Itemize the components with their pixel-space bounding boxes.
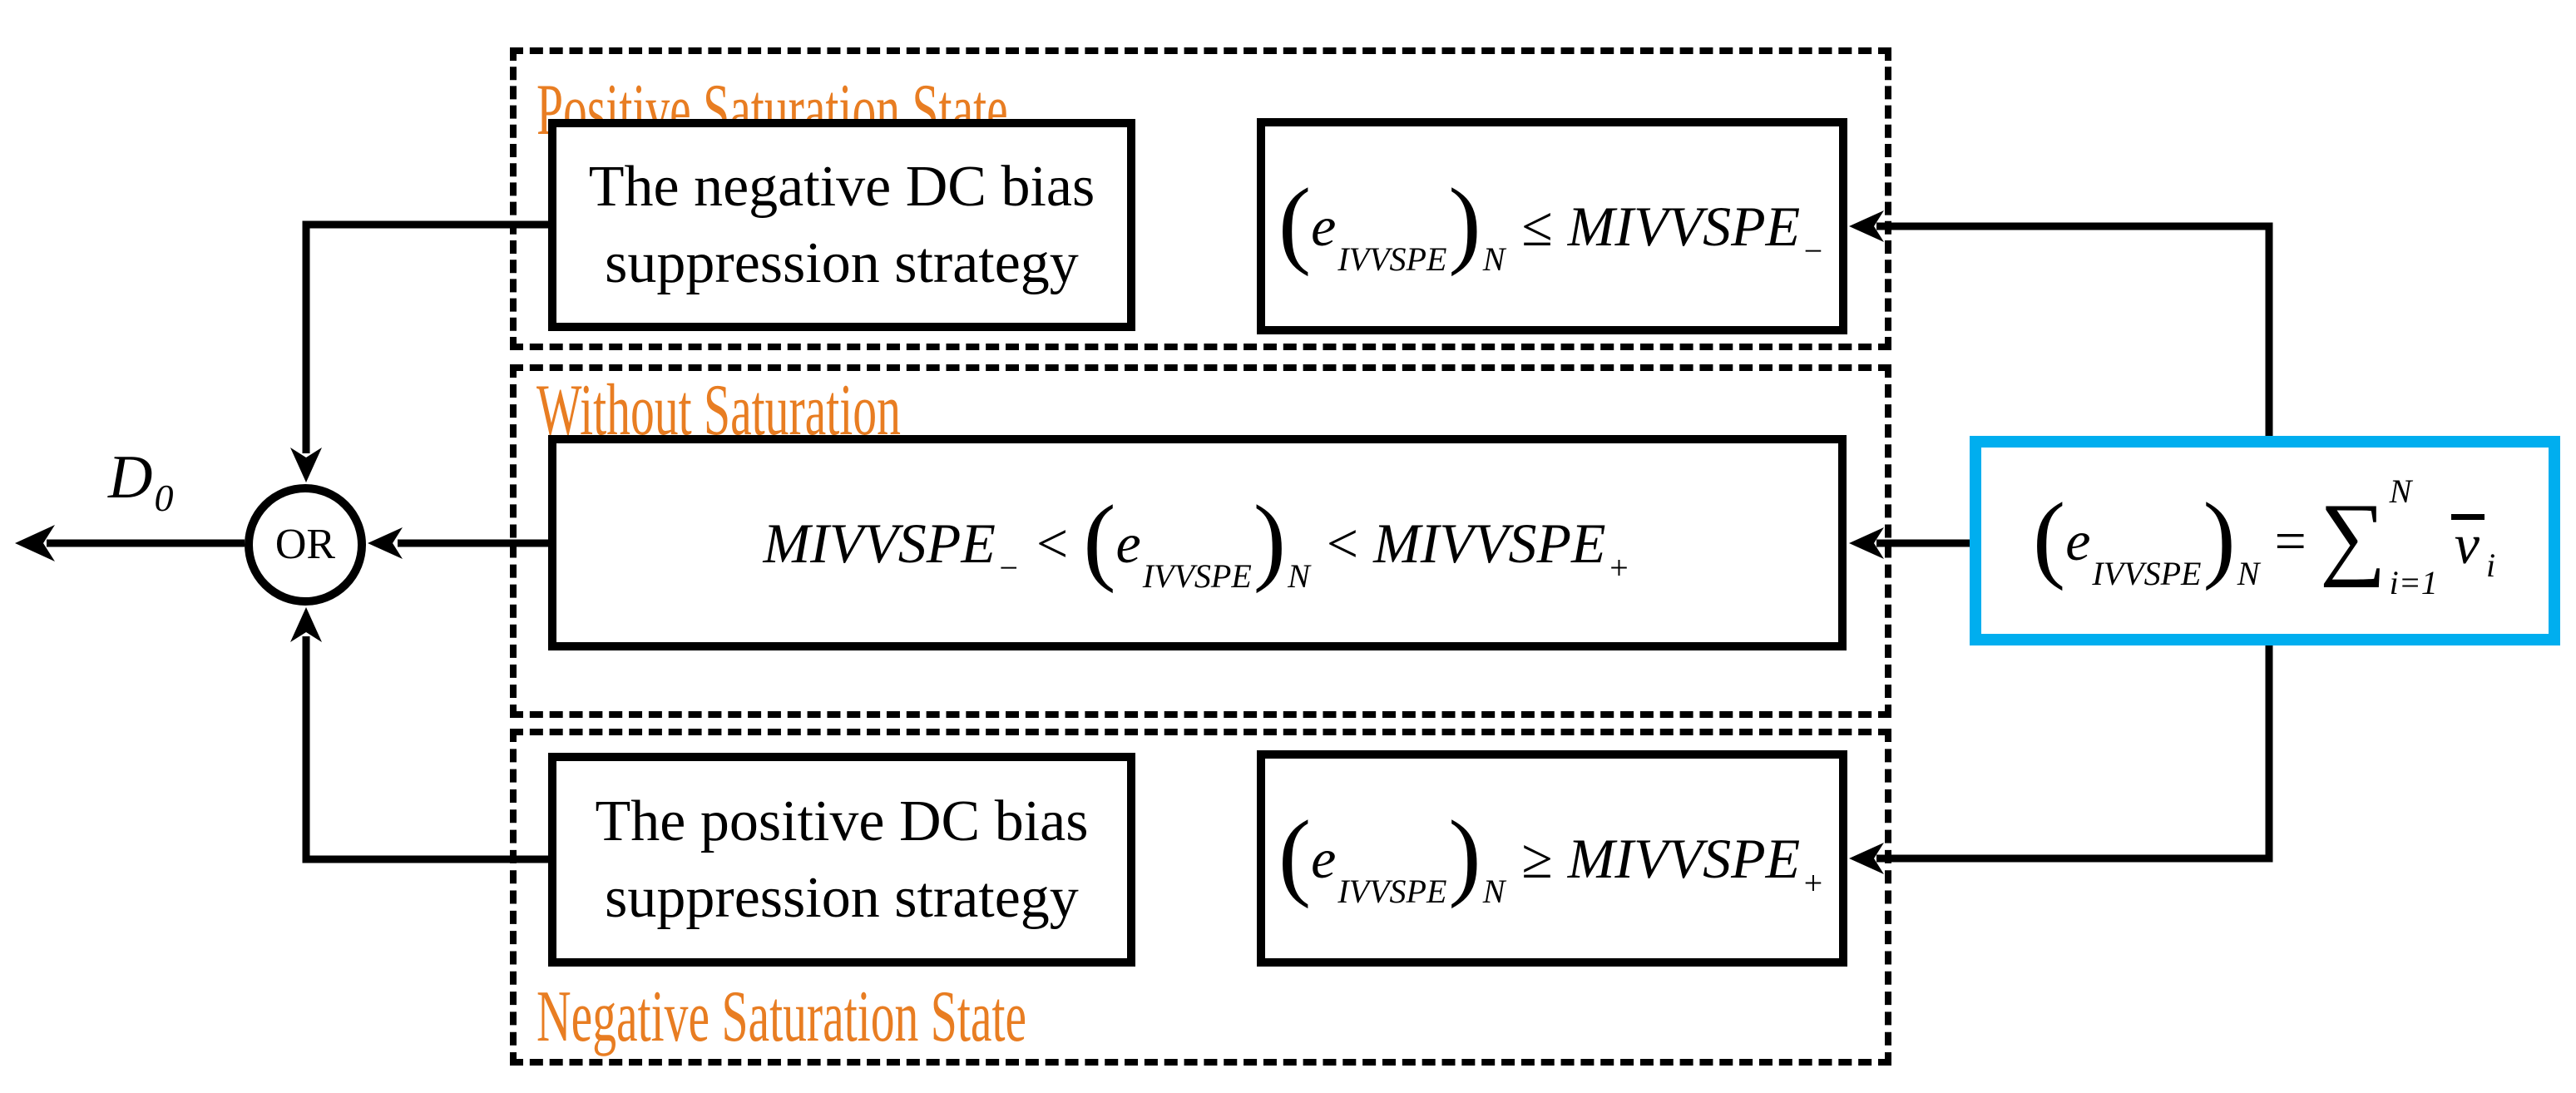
e-ivvspe-term: (eIVVSPE)N (1278, 174, 1507, 276)
e-base: e (2065, 509, 2091, 572)
arrowhead-into-mid-condition (1849, 527, 1884, 559)
strategy-line-2: suppression strategy (605, 865, 1079, 930)
output-label-base: D (108, 443, 153, 512)
close-paren: ) (1448, 168, 1481, 277)
outer-subscript: N (1482, 240, 1506, 278)
relation-ge: ≥ (1521, 827, 1553, 890)
open-paren: ( (1083, 484, 1116, 594)
section-negative-saturation-state: Negative Saturation State (510, 729, 1891, 1066)
arrowhead-into-positive-condition (1849, 210, 1884, 242)
e-ivvspe-term: (eIVVSPE)N (2033, 488, 2262, 591)
arrowhead-into-or-bottom (290, 607, 322, 642)
outer-subscript: N (1482, 873, 1506, 910)
open-paren: ( (1278, 168, 1312, 277)
without-saturation-condition-box: MIVVSPE−<(eIVVSPE)N<MIVVSPE+ (548, 435, 1847, 650)
wire-sum-to-negative-condition (1876, 639, 2273, 863)
wire-pos-strategy-to-or (302, 636, 548, 863)
close-paren: ) (1253, 484, 1287, 594)
or-gate-label: OR (274, 521, 336, 568)
e-base: e (1311, 827, 1337, 890)
positive-dc-bias-strategy-box: The positive DC bias suppression strateg… (548, 753, 1135, 967)
open-paren: ( (2032, 482, 2066, 591)
arrowhead-into-negative-condition (1849, 843, 1884, 874)
threshold-name: MIVVSPE (1567, 827, 1801, 890)
e-subscript: IVVSPE (1142, 556, 1252, 595)
arrowhead-output-left (15, 525, 55, 561)
v-bar-variable: v (2450, 513, 2485, 572)
strategy-line-1: The negative DC bias (588, 154, 1095, 219)
threshold-name: MIVVSPE (763, 511, 996, 575)
wire-sum-to-positive-condition (1876, 222, 2273, 443)
relation-lt: < (1036, 511, 1069, 575)
sigma-icon: ∑ (2319, 485, 2386, 589)
strategy-line-2: suppression strategy (605, 230, 1079, 295)
upper-limit: N (2389, 472, 2412, 510)
variable-base: v (2454, 512, 2480, 576)
output-label-subscript: 0 (154, 477, 174, 519)
or-gate-circle (245, 484, 366, 606)
open-paren: ( (1278, 800, 1312, 909)
threshold-name: MIVVSPE (1373, 511, 1606, 575)
outer-subscript: N (2237, 555, 2260, 592)
section-label-without-saturation: Without Saturation (536, 370, 901, 451)
arrowhead-into-or-right (368, 527, 403, 559)
equals-sign: = (2274, 509, 2307, 572)
negative-dc-bias-strategy-box: The negative DC bias suppression strateg… (548, 119, 1135, 331)
e-subscript: IVVSPE (2092, 555, 2202, 592)
relation-le: ≤ (1521, 195, 1553, 258)
threshold-name: MIVVSPE (1567, 195, 1801, 258)
arrowhead-into-or-top (290, 448, 322, 482)
relation-lt: < (1326, 511, 1359, 575)
close-paren: ) (1448, 800, 1481, 909)
wire-neg-strategy-to-or (302, 220, 548, 453)
e-subscript: IVVSPE (1337, 873, 1447, 910)
e-ivvspe-term: (eIVVSPE)N (1278, 806, 1507, 908)
positive-saturation-condition-box: (eIVVSPE)N≤MIVVSPE− (1257, 118, 1847, 334)
close-paren: ) (2203, 482, 2236, 591)
output-label-d0: D0 (108, 447, 173, 517)
lower-limit: i=1 (2389, 564, 2438, 601)
e-base: e (1115, 511, 1141, 575)
section-label-negative-saturation: Negative Saturation State (536, 977, 1027, 1057)
e-base: e (1311, 195, 1337, 258)
strategy-line-1: The positive DC bias (595, 789, 1089, 853)
negative-saturation-condition-box: (eIVVSPE)N≥MIVVSPE+ (1257, 750, 1847, 967)
outer-subscript: N (1288, 556, 1310, 595)
e-ivvspe-term: (eIVVSPE)N (1083, 490, 1312, 592)
e-subscript: IVVSPE (1337, 240, 1447, 278)
